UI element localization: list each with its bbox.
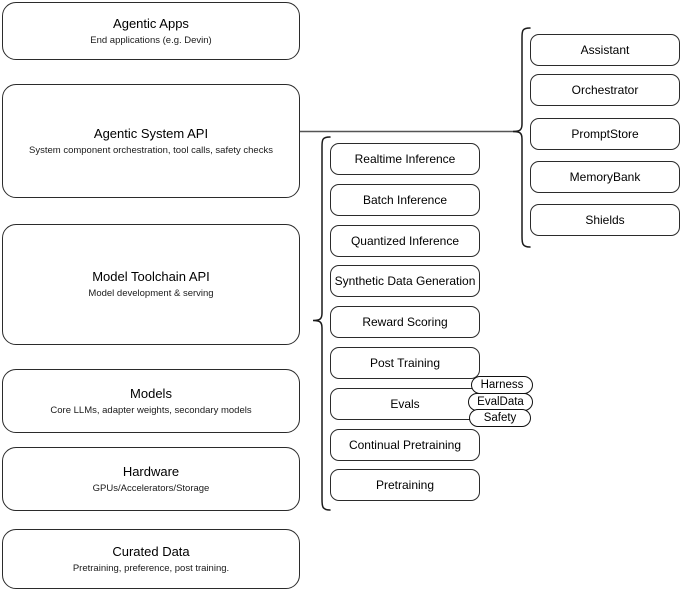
stack-layer-hardware[interactable]: Hardware GPUs/Accelerators/Storage — [2, 447, 300, 511]
stack-layer-title: Model Toolchain API — [92, 269, 210, 284]
eval-tag-harness[interactable]: Harness — [471, 376, 533, 394]
component-synthetic-data-generation[interactable]: Synthetic Data Generation — [330, 265, 480, 297]
component-post-training[interactable]: Post Training — [330, 347, 480, 379]
brace-toolchain-components — [312, 136, 331, 511]
component-memorybank[interactable]: MemoryBank — [530, 161, 680, 193]
stack-layer-subtitle: Model development & serving — [88, 288, 214, 299]
stack-layer-models[interactable]: Models Core LLMs, adapter weights, secon… — [2, 369, 300, 433]
component-assistant[interactable]: Assistant — [530, 34, 680, 66]
stack-layer-agentic-system-api[interactable]: Agentic System API System component orch… — [2, 84, 300, 198]
stack-layer-agentic-apps[interactable]: Agentic Apps End applications (e.g. Devi… — [2, 2, 300, 60]
stack-layer-model-toolchain-api[interactable]: Model Toolchain API Model development & … — [2, 224, 300, 345]
component-batch-inference[interactable]: Batch Inference — [330, 184, 480, 216]
component-reward-scoring[interactable]: Reward Scoring — [330, 306, 480, 338]
stack-layer-subtitle: GPUs/Accelerators/Storage — [92, 482, 210, 494]
component-quantized-inference[interactable]: Quantized Inference — [330, 225, 480, 257]
stack-layer-title: Agentic Apps — [113, 15, 189, 31]
stack-layer-title: Hardware — [122, 463, 180, 479]
component-orchestrator[interactable]: Orchestrator — [530, 74, 680, 106]
brace-system-components — [512, 27, 531, 248]
stack-layer-curated-data[interactable]: Curated Data Pretraining, preference, po… — [2, 529, 300, 589]
component-pretraining[interactable]: Pretraining — [330, 469, 480, 501]
stack-layer-title: Models — [130, 385, 172, 401]
stack-layer-subtitle: Pretraining, preference, post training. — [72, 562, 230, 574]
component-evals[interactable]: Evals — [330, 388, 480, 420]
component-realtime-inference[interactable]: Realtime Inference — [330, 143, 480, 175]
stack-layer-subtitle: System component orchestration, tool cal… — [29, 144, 273, 156]
stack-layer-title: Curated Data — [112, 543, 190, 559]
component-promptstore[interactable]: PromptStore — [530, 118, 680, 150]
stack-layer-subtitle: End applications (e.g. Devin) — [90, 34, 212, 46]
component-continual-pretraining[interactable]: Continual Pretraining — [330, 429, 480, 461]
stack-layer-title: Agentic System API — [93, 125, 209, 141]
stack-layer-subtitle: Core LLMs, adapter weights, secondary mo… — [50, 404, 252, 416]
eval-tag-safety[interactable]: Safety — [469, 409, 531, 427]
component-shields[interactable]: Shields — [530, 204, 680, 236]
